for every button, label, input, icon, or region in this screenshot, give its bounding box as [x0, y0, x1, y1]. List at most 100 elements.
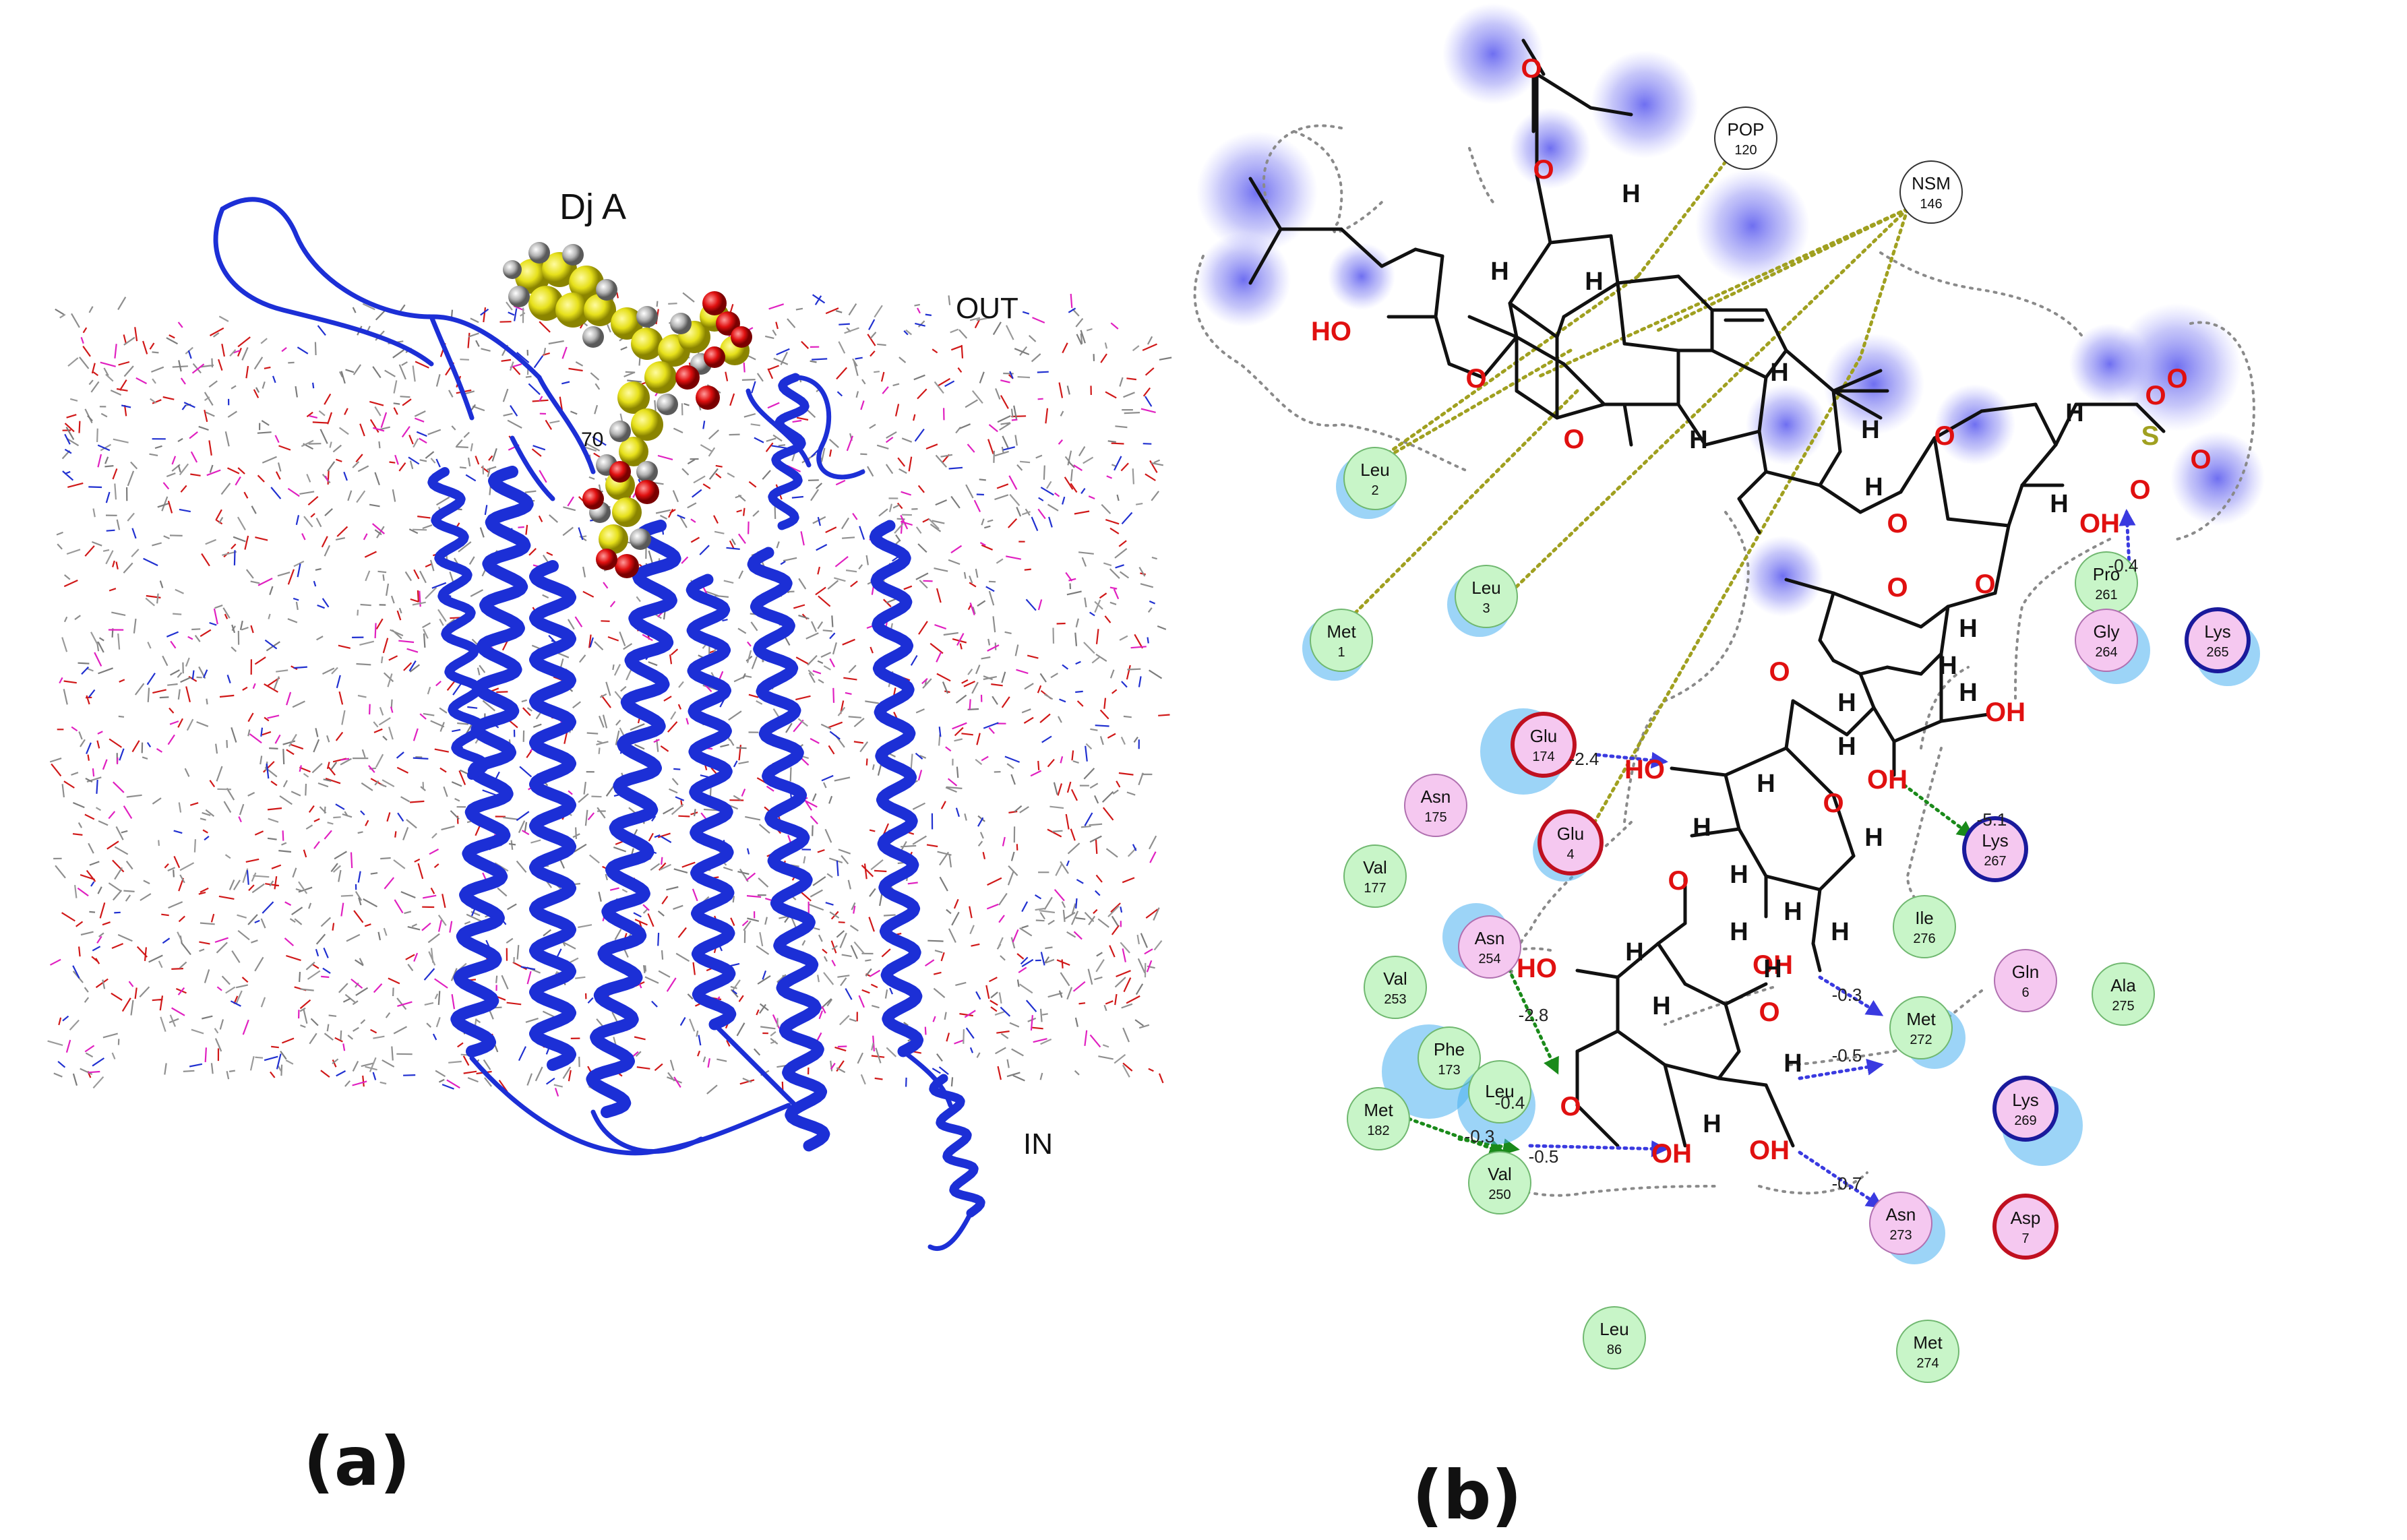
hydrogen-label: H [1689, 426, 1707, 454]
atom-o-sugar4-ring: O [1759, 997, 1779, 1027]
atom-o-sulfate-a: O [2145, 381, 2166, 410]
atom-o-sugar3-ring: O [1823, 789, 1844, 818]
bond [1380, 247, 1418, 268]
exposure-cloud [2170, 431, 2265, 526]
distance-label: -0.5 [1832, 1045, 1862, 1066]
atom-o-glycoside-3: O [1769, 657, 1790, 687]
residue-number: 267 [1984, 854, 2006, 869]
hbond-green [1902, 783, 1974, 838]
hydrogen-label: H [1861, 416, 1879, 444]
residue-number: 265 [2206, 645, 2228, 660]
bond [1757, 429, 1768, 474]
bond [1784, 348, 1835, 393]
hbond-blue [1798, 1058, 1884, 1080]
ligand-atom-sphere [670, 313, 692, 334]
hydrogen-label: H [1730, 918, 1748, 946]
hydrogen-label: H [1864, 824, 1883, 852]
residue-number: 6 [2021, 985, 2029, 1000]
bond [1818, 450, 1842, 487]
residue-number: 173 [1438, 1063, 1460, 1078]
bond [1656, 942, 1687, 986]
loop-12 [510, 435, 555, 501]
bond [1622, 402, 1633, 447]
ligand-atom-sphere [657, 394, 678, 415]
atom-oh-quinovose-1: OH [1985, 698, 2025, 727]
atom-o-glycoside-2: O [1974, 569, 1995, 599]
residue-number: 7 [2021, 1231, 2029, 1246]
bond [2135, 402, 2166, 433]
lipid-sticks [49, 292, 1164, 1095]
bond [1993, 557, 2004, 595]
ligand-atom-sphere [582, 326, 604, 348]
bond [1616, 281, 1626, 346]
ligand-atom-sphere [644, 361, 677, 394]
hbond-green [1501, 955, 1559, 1075]
helix-8 [768, 373, 810, 530]
bond [1676, 402, 1707, 447]
atom-oh-sugar4-a: OH [1651, 1139, 1692, 1169]
hydrogen-label: H [1864, 473, 1883, 501]
residue-name: Gln [2012, 962, 2039, 982]
helix-6 [869, 520, 924, 1057]
bond [1663, 1063, 1721, 1080]
residue-disc [1343, 447, 1407, 510]
bond [1737, 827, 1768, 878]
exposure-cloud [1591, 51, 1699, 158]
ligand-atom-sphere [630, 528, 651, 550]
bond [1872, 706, 1896, 743]
residue-disc [2092, 962, 2155, 1026]
hydrogen-label: H [1959, 615, 1977, 643]
bond [1946, 591, 1997, 609]
ligand-atom-sphere [508, 286, 530, 307]
bond [1724, 982, 1768, 1006]
residue-name: Leu [1360, 460, 1389, 480]
residue-number: 273 [1889, 1228, 1912, 1243]
atom-oh-sugar3: OH [1753, 950, 1793, 980]
residue-number: 254 [1478, 952, 1500, 966]
bond [1831, 658, 1862, 676]
hydrogen-label: H [1831, 918, 1849, 946]
panel-a-membrane-model: Dj A OUT IN 70 [47, 187, 1172, 1251]
ligand-atom-sphere [631, 408, 663, 441]
ligand-atom-sphere [615, 554, 639, 578]
bond [1831, 793, 1856, 858]
residue-disc [2075, 609, 2138, 672]
bond [1737, 497, 1761, 534]
bond [1575, 968, 1620, 979]
residue-lys-267: Lys 267 [1962, 816, 2028, 882]
ligand-atom-sphere [619, 437, 648, 466]
residue-disc [1458, 915, 1521, 979]
residue-number: 174 [1532, 749, 1554, 764]
bond [1555, 402, 1606, 420]
bond [1784, 578, 1835, 595]
residue-disc [1511, 712, 1577, 778]
residue-disc [1896, 1320, 1959, 1383]
ligand-atom-sphere [609, 461, 631, 483]
residue-name: Met [1906, 1009, 1936, 1029]
bond [1919, 652, 1943, 676]
ligand-atom-sphere [696, 386, 720, 410]
residue-number: 264 [2095, 645, 2117, 660]
bond [1508, 301, 1519, 339]
residue-number: 146 [1920, 197, 1942, 212]
bond [1663, 1063, 1687, 1148]
ligand-atom-sphere [528, 242, 550, 264]
residue-number: 4 [1566, 847, 1574, 862]
bond [1831, 389, 1842, 454]
residue-name: Lys [1982, 830, 2009, 851]
atom-oh-side: HO [1311, 317, 1351, 346]
loop-1 [220, 197, 542, 380]
ligand-atom-sphere [731, 326, 752, 348]
residue-name: Val [1488, 1164, 1512, 1184]
bond [1481, 335, 1519, 379]
bond [1737, 470, 1768, 501]
